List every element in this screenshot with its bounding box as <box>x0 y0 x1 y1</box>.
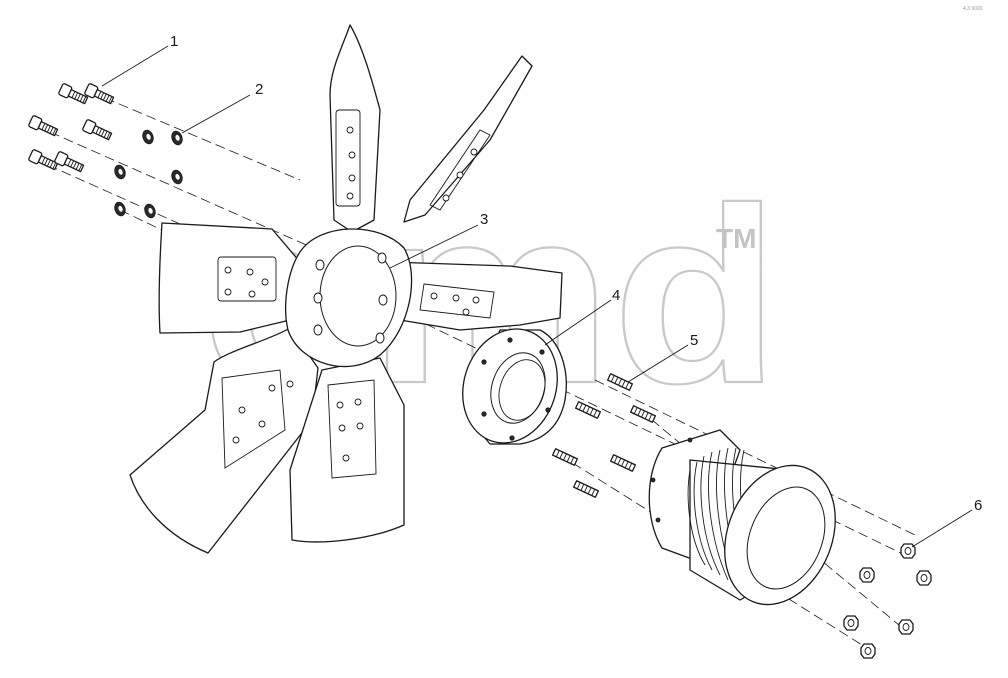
pulley <box>648 429 836 606</box>
callout-1: 1 <box>101 33 178 87</box>
callout-label-4: 4 <box>612 287 620 304</box>
nuts-part-6 <box>843 543 932 659</box>
callout-2: 2 <box>181 81 263 134</box>
callout-3: 3 <box>389 211 488 269</box>
studs-part-5 <box>551 373 657 498</box>
callout-label-5: 5 <box>690 332 698 349</box>
fan-part-3 <box>129 24 563 554</box>
callouts: 1 2 3 4 5 6 <box>101 33 982 548</box>
watermark-trademark: TM <box>716 223 756 254</box>
callout-label-1: 1 <box>170 33 178 50</box>
spacer-part-4 <box>462 328 567 445</box>
callout-label-3: 3 <box>480 211 488 228</box>
callout-label-6: 6 <box>974 497 982 514</box>
callout-label-2: 2 <box>255 81 263 98</box>
corner-mark: 4.3 9020 <box>963 6 983 12</box>
callout-5: 5 <box>627 332 698 383</box>
washers-part-2 <box>114 129 183 219</box>
callout-4: 4 <box>544 287 620 346</box>
callout-6: 6 <box>911 497 982 548</box>
bolts-part-1 <box>28 83 115 173</box>
